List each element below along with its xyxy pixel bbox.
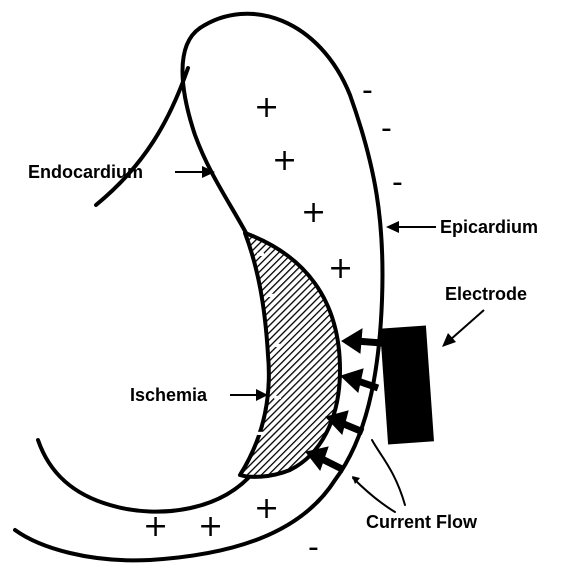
plus-sign: + (301, 195, 326, 230)
current-arrow (342, 329, 382, 353)
endocardium-label: Endocardium (28, 162, 143, 182)
minus-sign: - (308, 530, 319, 565)
electrode (380, 326, 434, 445)
septum-curve (96, 68, 188, 205)
plus-sign: + (143, 509, 168, 544)
epicardium-leader (386, 221, 436, 233)
electrode-label: Electrode (445, 284, 527, 304)
current-flow-leader (372, 440, 405, 505)
epicardium-label: Epicardium (440, 217, 538, 237)
minus-sign: - (392, 165, 403, 200)
current-arrow (306, 447, 344, 470)
ischemia-minus-sign: - (267, 283, 276, 308)
ischemia-minus-sign: - (256, 421, 265, 446)
ischemia-minus-sign: - (256, 242, 265, 267)
plus-sign: + (254, 90, 279, 125)
endocardium-wall (38, 28, 281, 512)
ischemia-label: Ischemia (130, 385, 208, 405)
minus-sign: - (362, 73, 373, 108)
plus-sign: + (254, 491, 279, 526)
ischemia-minus-sign: - (272, 333, 281, 358)
electrode-leader (442, 310, 484, 347)
ischemia-leader (230, 389, 268, 401)
plus-sign: + (328, 251, 353, 286)
plus-sign: + (198, 509, 223, 544)
epicardium-wall (15, 14, 383, 561)
current-flow-label: Current Flow (366, 512, 478, 532)
ischemia-minus-sign: - (273, 385, 282, 410)
current-flow-leader (353, 478, 395, 512)
ischemia-region (240, 233, 340, 477)
plus-sign: + (272, 143, 297, 178)
minus-sign: - (381, 111, 392, 146)
